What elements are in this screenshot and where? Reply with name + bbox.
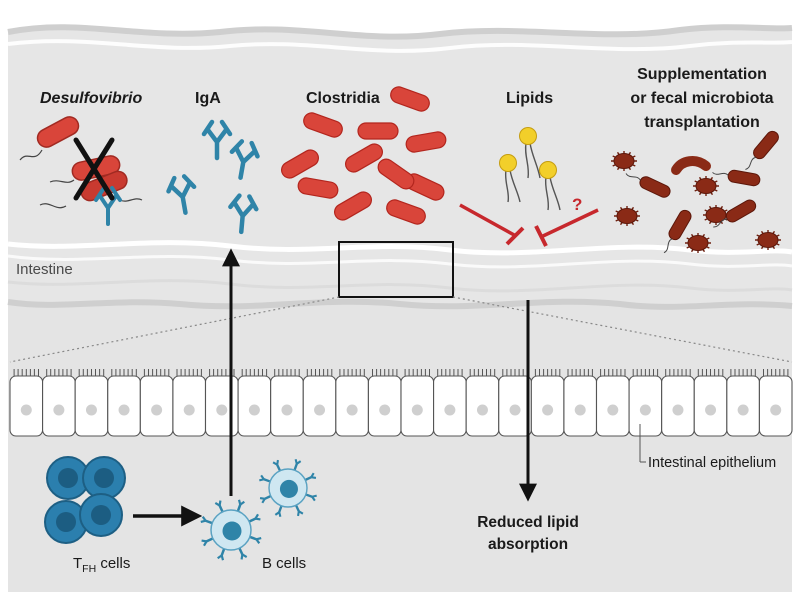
inhibit-bar [505, 226, 525, 246]
bacterium-icon [405, 131, 447, 153]
b-cell-icon [259, 459, 317, 517]
bacterium-icon [334, 191, 372, 221]
desulfovibrio-group [19, 116, 143, 226]
supplementation-label-line1: Supplementation [637, 66, 767, 83]
epithelial-cell [237, 369, 272, 437]
epithelial-cell [433, 369, 467, 437]
epithelial-cell [204, 369, 239, 437]
antibody-icon [94, 186, 122, 226]
bacterium-icon [377, 158, 415, 190]
epithelial-cell [563, 369, 598, 437]
epithelial-cell [595, 369, 630, 437]
zoom-line-left [9, 296, 340, 363]
epithelial-cell [270, 369, 304, 437]
supplementation-label-line2: or fecal microbiota [630, 90, 773, 107]
spiky-microbe-icon [614, 206, 640, 226]
zoom-box [338, 241, 454, 298]
lipid-icon [499, 154, 521, 203]
clostridia-label: Clostridia [306, 90, 380, 107]
lipid-icon [539, 161, 561, 211]
intestinal-epithelium [9, 369, 793, 437]
epithelial-cell [465, 369, 500, 437]
epithelial-cell [107, 369, 141, 437]
rod-microbe-icon [713, 199, 757, 228]
spiky-microbe-icon [755, 230, 781, 250]
desulfovibrio-label: Desulfovibrio [40, 90, 142, 107]
antibody-icon [228, 193, 259, 235]
b-cells-label: B cells [262, 555, 306, 572]
intestine-label: Intestine [16, 261, 73, 278]
tfh-cells [44, 456, 126, 544]
epithelial-cell [335, 369, 369, 437]
epithelial-cell [74, 369, 109, 437]
iga-label: IgA [195, 90, 221, 107]
tfh-cell-icon [82, 456, 126, 500]
lipids-label: Lipids [506, 90, 553, 107]
reduced-absorption-label-line2: absorption [488, 536, 568, 553]
inhibition-arrows [459, 203, 599, 247]
rod-microbe-icon [625, 173, 671, 198]
epithelial-cell [42, 369, 76, 437]
epithelial-cell [302, 369, 337, 437]
tfh-label-suffix: cells [96, 555, 130, 572]
spiky-microbe-icon [693, 176, 719, 196]
antibody-icon [201, 119, 233, 161]
epithelial-cell [139, 369, 174, 437]
rod-microbe-icon [745, 130, 779, 170]
epithelial-cell [693, 369, 728, 437]
bacterium-icon [297, 177, 339, 199]
epithelial-cell [498, 369, 532, 437]
epithelial-cell [400, 369, 435, 437]
cross-out-icon [73, 137, 115, 201]
iga-antibodies [166, 119, 260, 235]
clostridia-inhibit-line [459, 203, 517, 238]
lipid-molecules [499, 127, 561, 211]
tfh-cells-label: TFH cells [73, 555, 130, 575]
rod-microbe-icon [712, 169, 761, 187]
epithelial-cell [367, 369, 402, 437]
b-cell-icon [200, 499, 262, 561]
bacterium-icon [303, 112, 343, 138]
tfh-cell-icon [79, 493, 123, 537]
epithelial-cell [530, 369, 565, 437]
spiky-microbe-icon [685, 233, 711, 253]
epithelial-cell [628, 369, 663, 437]
bacterium-icon [390, 86, 430, 112]
supplement-inhibit-line [542, 208, 599, 238]
epithelial-cell [9, 369, 44, 437]
supplementation-label-line3: transplantation [644, 114, 760, 131]
b-cells [200, 459, 317, 561]
bacterium-icon [386, 199, 426, 225]
supplemented-microbes [611, 130, 781, 254]
epithelial-cell [726, 369, 760, 437]
epithelial-cell [172, 369, 207, 437]
lipid-icon [519, 127, 541, 179]
curved-microbe-icon [671, 156, 711, 175]
epithelial-cell [758, 369, 793, 437]
antibody-icon [166, 174, 197, 215]
clostridia-bacteria [281, 86, 447, 225]
tfh-cell-icon [46, 456, 90, 500]
lower-panel-background [8, 300, 792, 592]
inhibit-bar [534, 225, 548, 247]
bacterium-icon [345, 143, 383, 173]
intestinal-epithelium-label: Intestinal epithelium [648, 455, 776, 471]
tfh-label-subscript: FH [82, 563, 96, 575]
reduced-absorption-label-line1: Reduced lipid [477, 514, 579, 531]
bacterium-icon [357, 122, 399, 140]
antibody-icon [229, 139, 260, 180]
rod-microbe-icon [663, 209, 692, 254]
epithelial-cell [661, 369, 695, 437]
bacterium-icon [281, 149, 319, 179]
spiky-microbe-icon [611, 151, 637, 171]
tfh-label-main: T [73, 555, 82, 572]
uncertain-mark: ? [572, 195, 582, 214]
